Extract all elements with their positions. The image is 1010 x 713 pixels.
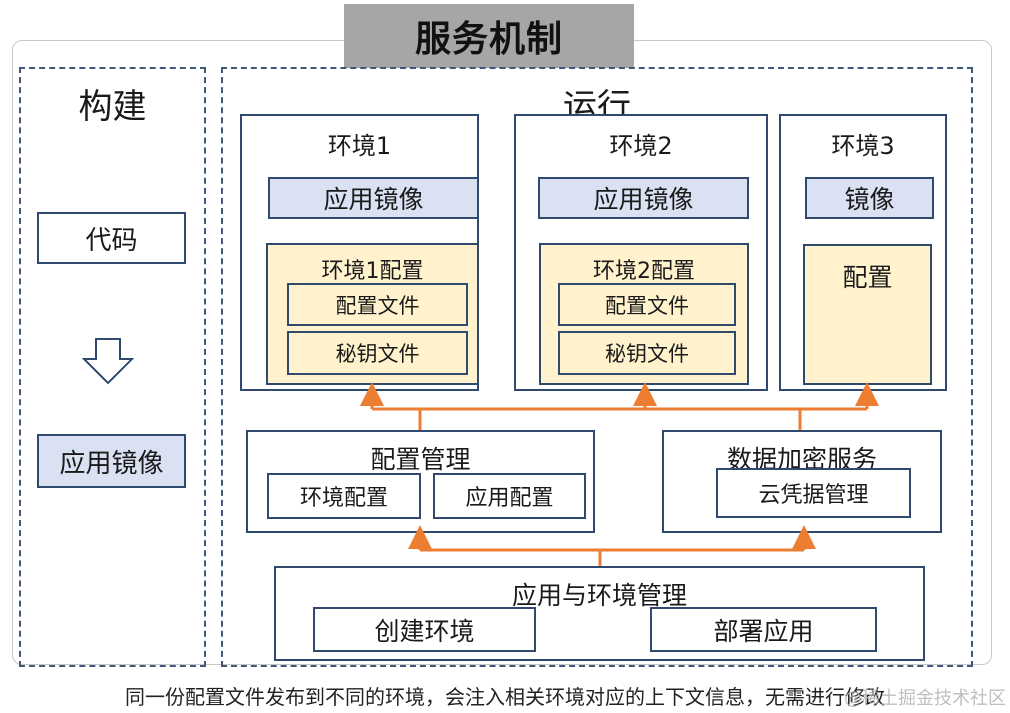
env3-config-label: 配置 <box>842 263 893 292</box>
build-panel: 构建 <box>19 67 206 667</box>
env2-config-title: 环境2配置 <box>593 259 695 284</box>
env-config-box: 环境配置 <box>267 473 421 519</box>
env1-secret-file: 秘钥文件 <box>287 331 468 375</box>
down-arrow-icon <box>82 338 134 385</box>
build-image-box: 应用镜像 <box>37 434 186 488</box>
env3-image-box: 镜像 <box>805 177 934 219</box>
env2-config-file: 配置文件 <box>558 283 736 326</box>
env1-config-title: 环境1配置 <box>321 259 424 284</box>
env1-image-box: 应用镜像 <box>268 177 479 219</box>
app-env-mgmt-title: 应用与环境管理 <box>511 581 687 610</box>
env3-config-box: 配置 <box>803 244 932 385</box>
app-config-box: 应用配置 <box>433 473 586 519</box>
cloud-credential-box: 云凭据管理 <box>716 468 911 518</box>
env1-title: 环境1 <box>327 132 392 160</box>
create-env-box: 创建环境 <box>313 607 536 652</box>
watermark: @稀土掘金技术社区 <box>844 688 1006 709</box>
env2-title: 环境2 <box>609 132 673 160</box>
diagram-title: 服务机制 <box>344 4 634 68</box>
env3-title: 环境3 <box>831 132 895 160</box>
caption: 同一份配置文件发布到不同的环境，会注入相关环境对应的上下文信息，无需进行修改 <box>125 684 885 709</box>
config-mgmt-title: 配置管理 <box>370 445 471 474</box>
env2-secret-file: 秘钥文件 <box>558 331 736 375</box>
env1-config-file: 配置文件 <box>287 283 468 326</box>
code-box: 代码 <box>37 212 186 264</box>
deploy-app-box: 部署应用 <box>650 607 877 652</box>
build-label: 构建 <box>78 87 147 127</box>
env2-image-box: 应用镜像 <box>538 177 749 219</box>
